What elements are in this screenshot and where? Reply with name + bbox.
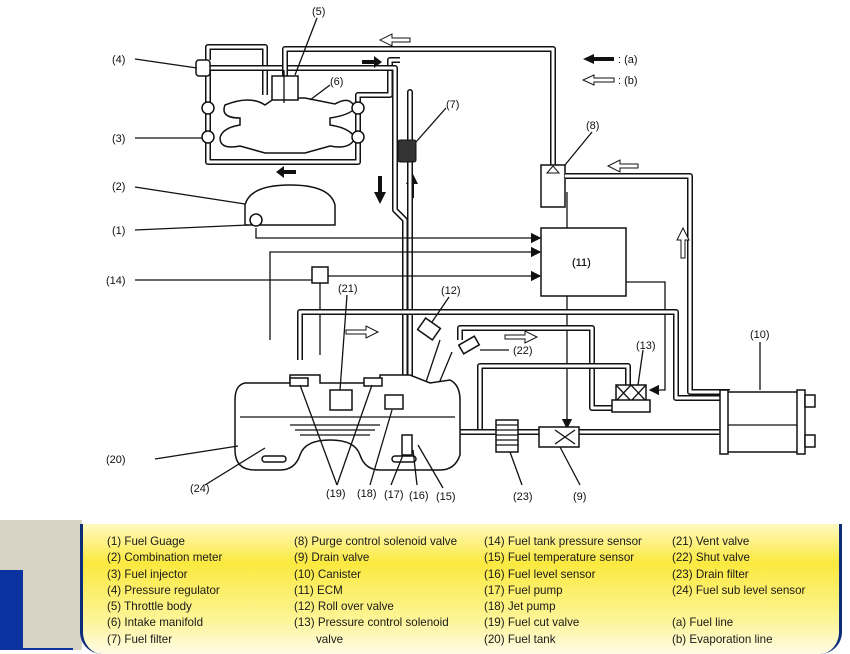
legend-item: (11) ECM bbox=[294, 583, 343, 597]
intake-manifold bbox=[219, 97, 356, 154]
callout-22: (22) bbox=[513, 345, 533, 357]
legend-box: (1) Fuel Guage (2) Combination meter (3)… bbox=[80, 524, 842, 654]
legend-item: (7) Fuel filter bbox=[107, 632, 173, 646]
legend-item: (15) Fuel temperature sensor bbox=[484, 551, 635, 565]
drain-valve bbox=[538, 426, 580, 448]
legend-item: (18) Jet pump bbox=[484, 600, 556, 614]
fuel-rail-loop bbox=[200, 44, 400, 165]
evap-line-top bbox=[282, 46, 556, 165]
hollow-arrow-icon bbox=[504, 330, 539, 344]
callout-12: (12) bbox=[441, 285, 461, 297]
legend-item: (2) Combination meter bbox=[107, 551, 223, 565]
drain-filter bbox=[495, 419, 519, 453]
legend-item: (19) Fuel cut valve bbox=[484, 616, 580, 630]
legend-item: (16) Fuel level sensor bbox=[484, 567, 596, 581]
blue-block bbox=[0, 570, 23, 650]
legend-item-continuation: valve bbox=[316, 632, 344, 646]
legend-item: (3) Fuel injector bbox=[107, 567, 188, 581]
roll-over-valve bbox=[416, 317, 442, 341]
callout-13: (13) bbox=[636, 340, 656, 352]
callout-2: (2) bbox=[112, 181, 125, 193]
callout-18: (18) bbox=[357, 488, 377, 500]
side-panel bbox=[0, 520, 82, 650]
legend-item: (22) Shut valve bbox=[672, 551, 750, 565]
legend-item: (14) Fuel tank pressure sensor bbox=[484, 535, 642, 548]
legend-column-2: (8) Purge control solenoid valve (9) Dra… bbox=[294, 534, 457, 648]
callout-4: (4) bbox=[112, 54, 125, 66]
legend-item: (9) Drain valve bbox=[294, 551, 370, 565]
legend-item: (6) Intake manifold bbox=[107, 616, 204, 630]
callout-11: (11) bbox=[572, 257, 591, 269]
legend-item: (a) Fuel line bbox=[672, 616, 734, 630]
callout-16: (16) bbox=[409, 490, 429, 502]
legend-item: (1) Fuel Guage bbox=[107, 535, 185, 548]
legend-item: (20) Fuel tank bbox=[484, 632, 556, 646]
legend-item: (13) Pressure control solenoid bbox=[294, 616, 449, 630]
flow-key-a-label: : (a) bbox=[618, 54, 638, 66]
callout-1: (1) bbox=[112, 225, 125, 237]
legend-column-1: (1) Fuel Guage (2) Combination meter (3)… bbox=[107, 534, 222, 648]
callout-leaders bbox=[134, 17, 761, 489]
callout-labels: (1) (2) (3) (4) (5) (6) (7) (8) (9) (10)… bbox=[106, 6, 770, 503]
flow-key: : (a) : (b) bbox=[581, 54, 638, 87]
legend-item: (5) Throttle body bbox=[107, 600, 192, 614]
solid-arrow-icon bbox=[276, 166, 296, 178]
hollow-arrow-icon bbox=[676, 226, 690, 259]
solid-arrow-icon bbox=[583, 54, 614, 64]
blue-rule bbox=[23, 648, 73, 650]
ecm-label: (11) bbox=[572, 257, 591, 269]
flow-key-b-label: : (b) bbox=[618, 75, 638, 87]
hollow-arrow-icon bbox=[378, 33, 411, 47]
callout-8: (8) bbox=[586, 120, 599, 132]
callout-9: (9) bbox=[573, 491, 586, 503]
callout-19: (19) bbox=[326, 488, 346, 500]
canister bbox=[719, 389, 816, 455]
legend-item bbox=[672, 599, 805, 615]
legend-item: (17) Fuel pump bbox=[484, 583, 563, 597]
legend-item: (b) Evaporation line bbox=[672, 632, 773, 646]
shut-valve bbox=[457, 335, 481, 355]
legend-item: (12) Roll over valve bbox=[294, 600, 394, 614]
legend-item: (21) Vent valve bbox=[672, 535, 750, 548]
legend-item: (23) Drain filter bbox=[672, 567, 749, 581]
callout-3: (3) bbox=[112, 133, 125, 145]
fuel-injectors bbox=[201, 101, 365, 144]
solid-arrow-icon bbox=[374, 176, 386, 204]
legend-item: (24) Fuel sub level sensor bbox=[672, 583, 806, 597]
callout-23: (23) bbox=[513, 491, 533, 503]
legend-column-3: (14) Fuel tank pressure sensor (15) Fuel… bbox=[484, 534, 642, 648]
callout-20: (20) bbox=[106, 454, 126, 466]
throttle-body bbox=[271, 75, 299, 101]
evap-lines bbox=[297, 309, 740, 435]
callout-5: (5) bbox=[312, 6, 325, 18]
combination-meter bbox=[244, 184, 336, 226]
callout-10: (10) bbox=[750, 329, 770, 341]
fuel-gauge bbox=[249, 213, 263, 227]
fuel-filter bbox=[397, 139, 417, 163]
callout-21: (21) bbox=[338, 283, 358, 295]
hollow-arrow-icon bbox=[581, 74, 615, 86]
legend-item: (10) Canister bbox=[294, 567, 362, 581]
callout-14: (14) bbox=[106, 275, 126, 287]
evap-flow-arrows bbox=[345, 33, 690, 344]
pressure-regulator bbox=[195, 59, 211, 77]
ecm-box bbox=[540, 227, 627, 297]
callout-24: (24) bbox=[190, 483, 210, 495]
vertical-fuel-lines bbox=[392, 89, 413, 390]
callout-6: (6) bbox=[330, 76, 343, 88]
legend-item: (4) Pressure regulator bbox=[107, 583, 220, 597]
signal-lines bbox=[255, 228, 542, 355]
pressure-control-solenoid-valve bbox=[611, 384, 651, 413]
legend-column-4: (21) Vent valve (22) Shut valve (23) Dra… bbox=[672, 534, 805, 648]
callout-7: (7) bbox=[446, 99, 459, 111]
solid-arrow-icon bbox=[362, 56, 382, 68]
fuel-system-diagram: (11) bbox=[106, 6, 816, 503]
callout-15: (15) bbox=[436, 491, 456, 503]
callout-17: (17) bbox=[384, 489, 404, 501]
legend-area: (1) Fuel Guage (2) Combination meter (3)… bbox=[0, 520, 850, 654]
hollow-arrow-icon bbox=[606, 159, 639, 173]
hollow-arrow-icon bbox=[345, 325, 380, 339]
legend-item: (8) Purge control solenoid valve bbox=[294, 535, 458, 548]
